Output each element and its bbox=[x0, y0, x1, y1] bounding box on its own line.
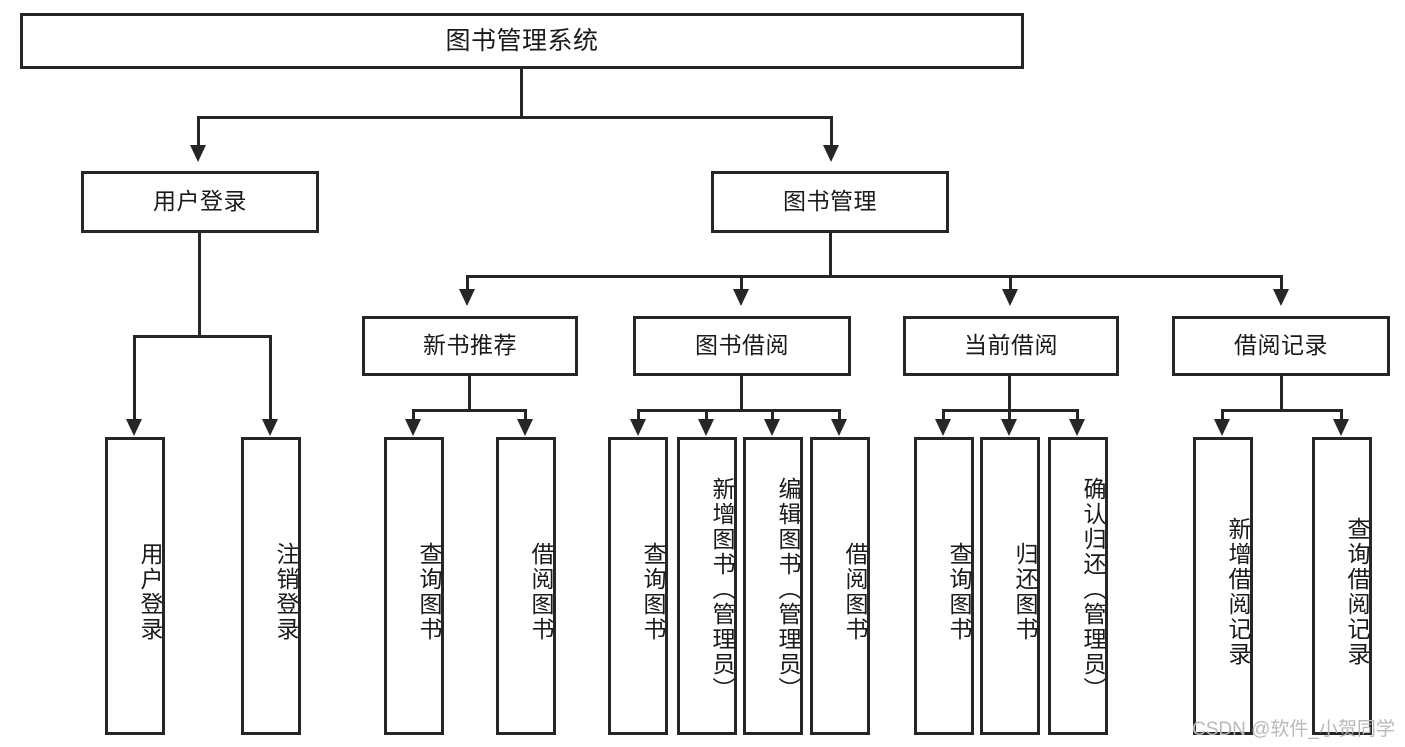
connector-nbr-branch-2 bbox=[524, 409, 527, 420]
connector-bm-branch-4 bbox=[1280, 275, 1283, 290]
node-leaf-query-book-2[interactable]: 查询图书 bbox=[608, 437, 668, 735]
connector-bm-branch-3 bbox=[1009, 275, 1012, 290]
node-leaf-query-book-1[interactable]: 查询图书 bbox=[384, 437, 444, 735]
node-leaf-add-book-admin[interactable]: 新增图书（管理员） bbox=[677, 437, 737, 735]
node-user-login[interactable]: 用户登录 bbox=[81, 171, 319, 233]
connector-cb-branch-3 bbox=[1076, 409, 1079, 420]
node-leaf-borrow-book-1[interactable]: 借阅图书 bbox=[496, 437, 556, 735]
connector-root-stem bbox=[520, 69, 523, 116]
node-leaf-edit-book-admin[interactable]: 编辑图书（管理员） bbox=[743, 437, 803, 735]
arrowhead-down-icon bbox=[405, 419, 421, 436]
connector-user-login-branch-1 bbox=[133, 335, 136, 420]
arrowhead-down-icon bbox=[190, 145, 206, 162]
connector-root-to-book-management bbox=[830, 116, 833, 146]
connector-book-management-stem bbox=[829, 233, 832, 275]
node-leaf-add-borrow-record[interactable]: 新增借阅记录 bbox=[1193, 437, 1253, 735]
arrowhead-down-icon bbox=[126, 419, 142, 436]
arrowhead-down-icon bbox=[1273, 289, 1289, 306]
connector-bm-branch-1 bbox=[466, 275, 469, 290]
node-current-borrow[interactable]: 当前借阅 bbox=[903, 316, 1119, 376]
connector-nbr-branch-1 bbox=[412, 409, 415, 420]
connector-br-branch-2 bbox=[1340, 409, 1343, 420]
arrowhead-down-icon bbox=[831, 419, 847, 436]
connector-nbr-stem bbox=[468, 376, 471, 409]
arrowhead-down-icon bbox=[1069, 419, 1085, 436]
connector-root-bus bbox=[197, 116, 833, 119]
node-book-management-system[interactable]: 图书管理系统 bbox=[20, 13, 1024, 69]
arrowhead-down-icon bbox=[1214, 419, 1230, 436]
connector-root-to-user-login bbox=[197, 116, 200, 146]
node-book-borrow[interactable]: 图书借阅 bbox=[633, 316, 851, 376]
connector-bb-branch-2 bbox=[705, 409, 708, 420]
arrowhead-down-icon bbox=[1333, 419, 1349, 436]
arrowhead-down-icon bbox=[1002, 289, 1018, 306]
connector-user-login-stem bbox=[198, 233, 201, 335]
connector-bm-branch-2 bbox=[740, 275, 743, 290]
connector-user-login-branch-2 bbox=[269, 335, 272, 420]
arrowhead-down-icon bbox=[459, 289, 475, 306]
arrowhead-down-icon bbox=[823, 145, 839, 162]
arrowhead-down-icon bbox=[764, 419, 780, 436]
connector-cb-branch-2 bbox=[1008, 409, 1011, 420]
node-book-management[interactable]: 图书管理 bbox=[711, 171, 949, 233]
connector-nbr-bus bbox=[412, 409, 527, 412]
arrowhead-down-icon bbox=[262, 419, 278, 436]
connector-bb-stem bbox=[740, 376, 743, 409]
connector-bb-branch-3 bbox=[771, 409, 774, 420]
connector-bb-branch-4 bbox=[838, 409, 841, 420]
arrowhead-down-icon bbox=[630, 419, 646, 436]
node-leaf-logout-login[interactable]: 注销登录 bbox=[241, 437, 301, 735]
connector-bb-bus bbox=[637, 409, 841, 412]
node-leaf-return-book[interactable]: 归还图书 bbox=[980, 437, 1040, 735]
arrowhead-down-icon bbox=[733, 289, 749, 306]
connector-cb-branch-1 bbox=[942, 409, 945, 420]
node-leaf-confirm-return-admin[interactable]: 确认归还（管理员） bbox=[1048, 437, 1108, 735]
node-leaf-borrow-book-2[interactable]: 借阅图书 bbox=[810, 437, 870, 735]
node-borrow-record[interactable]: 借阅记录 bbox=[1172, 316, 1390, 376]
csdn-watermark: CSDN @软件_小贺同学 bbox=[1192, 719, 1395, 740]
node-new-book-recommend[interactable]: 新书推荐 bbox=[362, 316, 578, 376]
arrowhead-down-icon bbox=[1001, 419, 1017, 436]
node-leaf-user-login[interactable]: 用户登录 bbox=[105, 437, 165, 735]
connector-br-branch-1 bbox=[1221, 409, 1224, 420]
node-leaf-query-book-3[interactable]: 查询图书 bbox=[914, 437, 974, 735]
connector-user-login-bus bbox=[133, 335, 271, 338]
node-leaf-query-borrow-record[interactable]: 查询借阅记录 bbox=[1312, 437, 1372, 735]
arrowhead-down-icon bbox=[935, 419, 951, 436]
connector-book-management-bus bbox=[466, 275, 1283, 278]
connector-br-bus bbox=[1221, 409, 1341, 412]
connector-bb-branch-1 bbox=[637, 409, 640, 420]
arrowhead-down-icon bbox=[698, 419, 714, 436]
connector-cb-stem bbox=[1008, 376, 1011, 409]
arrowhead-down-icon bbox=[517, 419, 533, 436]
connector-br-stem bbox=[1280, 376, 1283, 409]
